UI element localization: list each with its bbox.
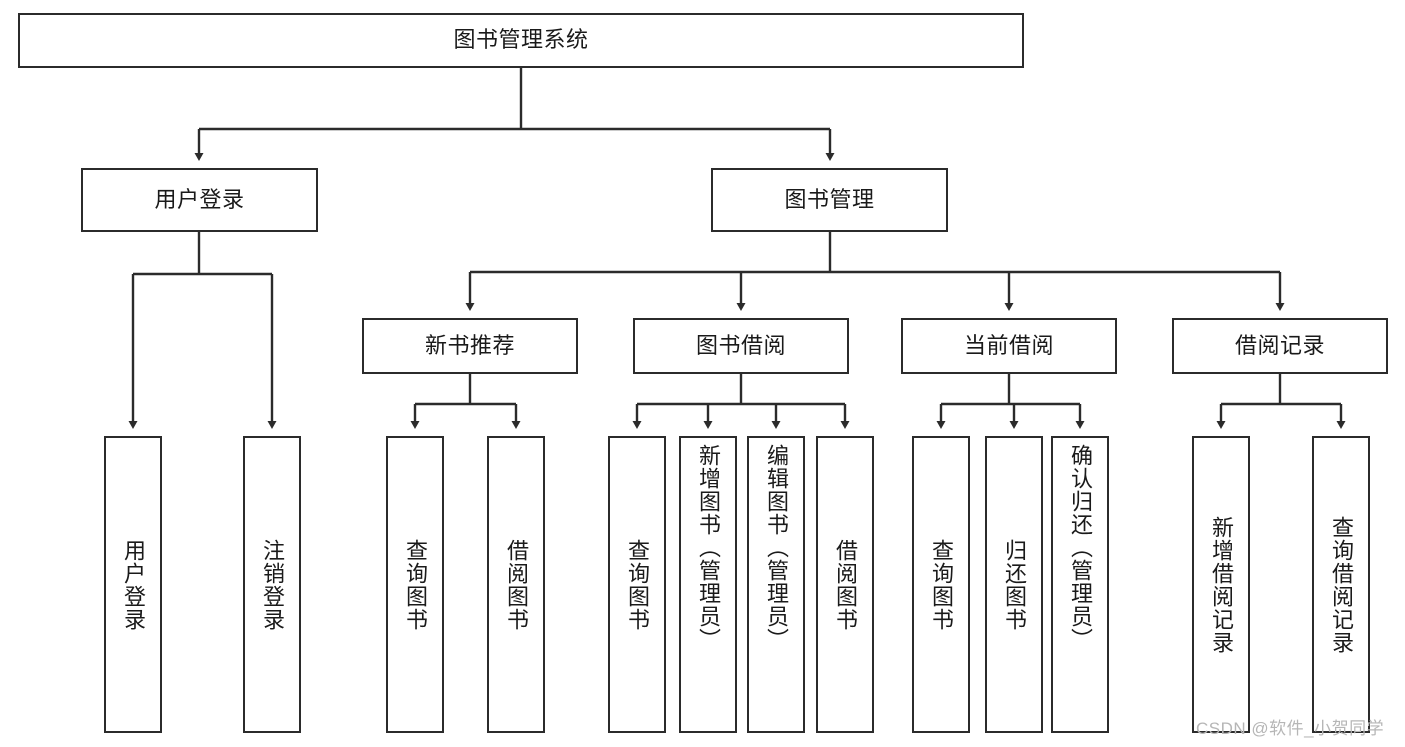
node-borrow-record[interactable]: 借阅记录 xyxy=(1172,318,1388,374)
node-leaf-user-login[interactable]: 用户登录 xyxy=(104,436,162,733)
node-leaf-borrow-book-2-label: 借阅图书 xyxy=(832,538,858,631)
node-user-login-label: 用户登录 xyxy=(154,186,245,212)
node-leaf-query-book-2[interactable]: 查询图书 xyxy=(608,436,666,733)
node-leaf-add-record[interactable]: 新增借阅记录 xyxy=(1192,436,1250,733)
node-book-manage[interactable]: 图书管理 xyxy=(711,168,948,232)
node-leaf-borrow-book-1[interactable]: 借阅图书 xyxy=(487,436,545,733)
node-leaf-query-record-label: 查询借阅记录 xyxy=(1328,515,1354,654)
node-leaf-query-book-3-label: 查询图书 xyxy=(928,538,954,631)
node-leaf-add-book-admin[interactable]: 新增图书（管理员） xyxy=(679,436,737,733)
node-leaf-edit-book-admin-label: 编辑图书（管理员） xyxy=(763,444,789,651)
node-borrow-record-label: 借阅记录 xyxy=(1234,332,1325,358)
node-leaf-return-book-label: 归还图书 xyxy=(1001,538,1027,631)
node-leaf-query-book-1[interactable]: 查询图书 xyxy=(386,436,444,733)
node-root[interactable]: 图书管理系统 xyxy=(18,13,1024,68)
node-leaf-return-book[interactable]: 归还图书 xyxy=(985,436,1043,733)
node-book-manage-label: 图书管理 xyxy=(784,186,875,212)
node-leaf-query-record[interactable]: 查询借阅记录 xyxy=(1312,436,1370,733)
node-leaf-query-book-2-label: 查询图书 xyxy=(624,538,650,631)
node-leaf-edit-book-admin[interactable]: 编辑图书（管理员） xyxy=(747,436,805,733)
node-leaf-borrow-book-2[interactable]: 借阅图书 xyxy=(816,436,874,733)
node-book-borrow[interactable]: 图书借阅 xyxy=(633,318,849,374)
node-new-book-recommend-label: 新书推荐 xyxy=(424,332,515,358)
node-leaf-add-record-label: 新增借阅记录 xyxy=(1208,515,1234,654)
node-leaf-user-login-label: 用户登录 xyxy=(120,538,146,631)
node-current-borrow-label: 当前借阅 xyxy=(963,332,1054,358)
node-book-borrow-label: 图书借阅 xyxy=(695,332,786,358)
node-leaf-confirm-return-admin[interactable]: 确认归还（管理员） xyxy=(1051,436,1109,733)
node-leaf-borrow-book-1-label: 借阅图书 xyxy=(503,538,529,631)
node-leaf-logout-label: 注销登录 xyxy=(259,538,285,631)
node-leaf-add-book-admin-label: 新增图书（管理员） xyxy=(695,444,721,651)
watermark-text: CSDN @软件_小贺同学 xyxy=(1196,719,1385,738)
node-current-borrow[interactable]: 当前借阅 xyxy=(901,318,1117,374)
node-new-book-recommend[interactable]: 新书推荐 xyxy=(362,318,578,374)
node-leaf-logout[interactable]: 注销登录 xyxy=(243,436,301,733)
node-user-login[interactable]: 用户登录 xyxy=(81,168,318,232)
node-leaf-confirm-return-admin-label: 确认归还（管理员） xyxy=(1067,444,1093,651)
node-leaf-query-book-1-label: 查询图书 xyxy=(402,538,428,631)
node-leaf-query-book-3[interactable]: 查询图书 xyxy=(912,436,970,733)
node-root-label: 图书管理系统 xyxy=(453,27,589,53)
